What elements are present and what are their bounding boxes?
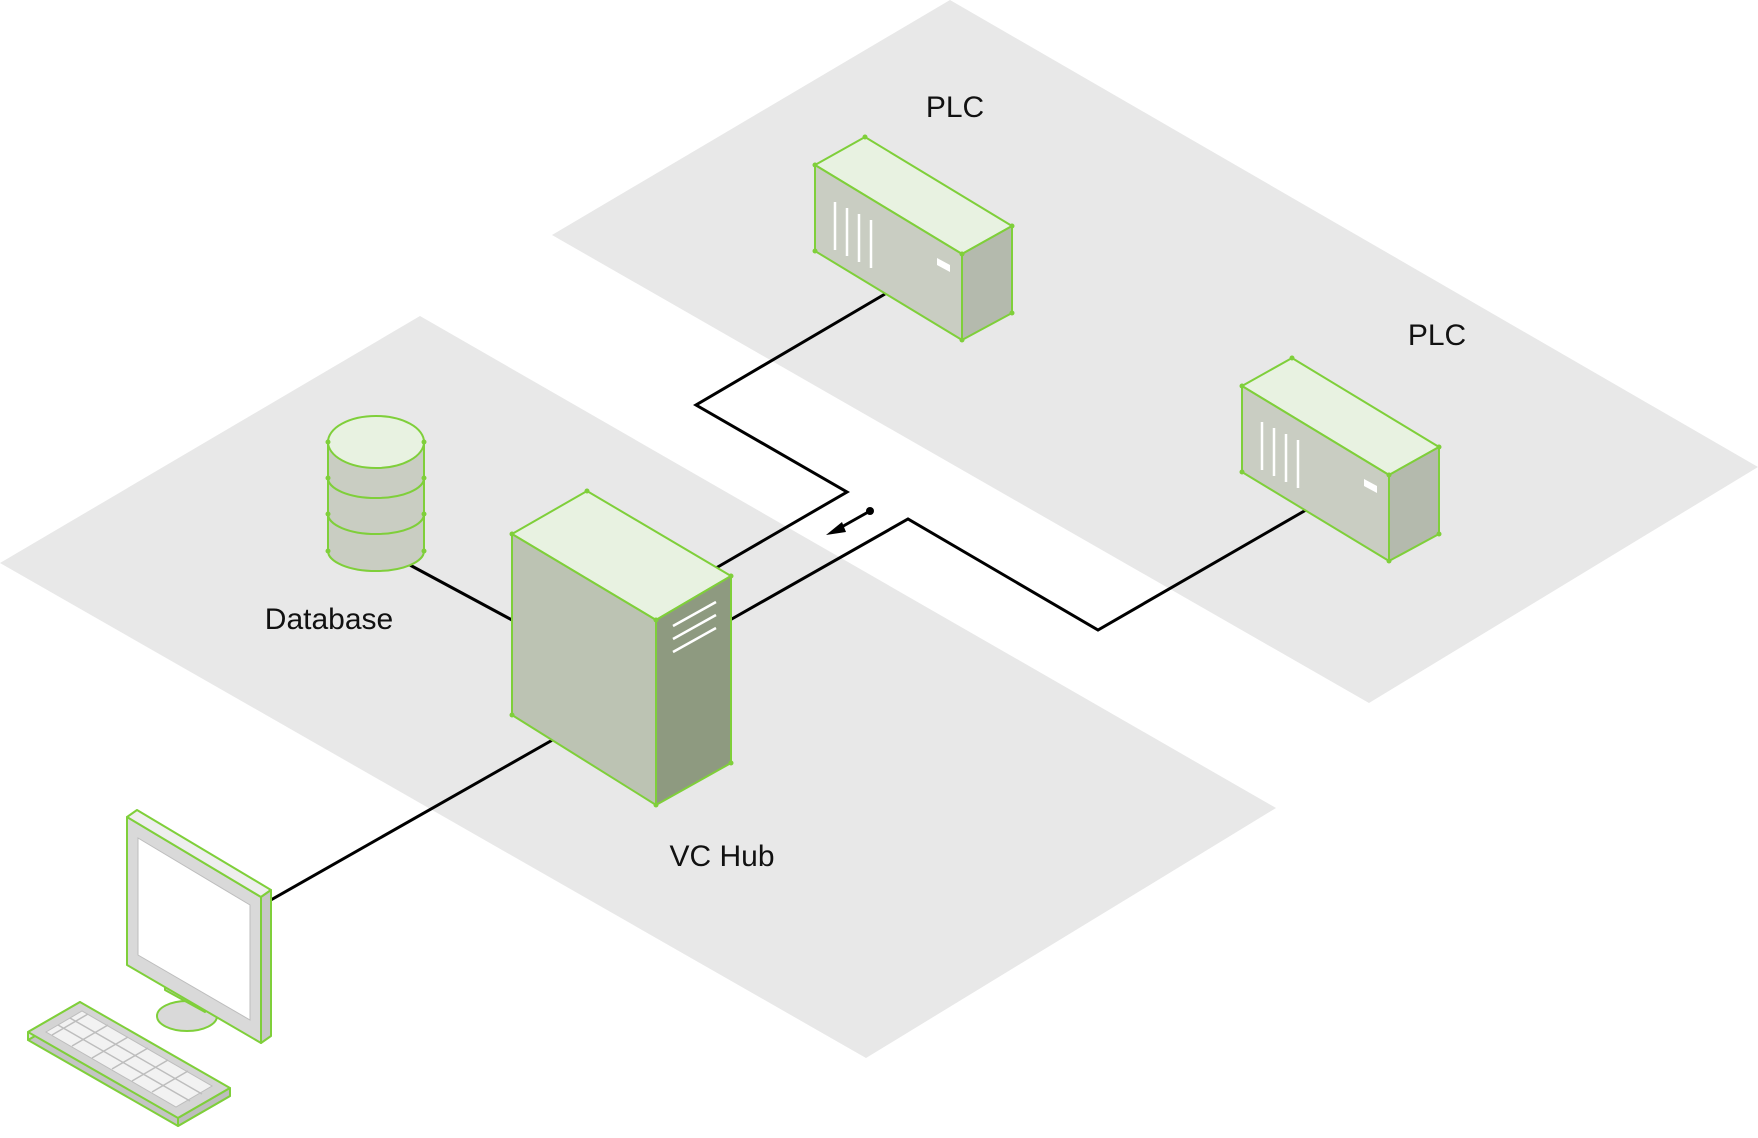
database-node[interactable]: Database	[265, 415, 427, 636]
plc-top-label: PLC	[926, 91, 984, 124]
status-led-icon	[937, 258, 950, 272]
wire-database-to-hub	[407, 562, 513, 622]
plc-right-label: PLC	[1408, 319, 1466, 352]
monitor-screen	[137, 837, 251, 1021]
plc-device-top[interactable]: PLC	[812, 91, 1015, 343]
database-cylinder-icon	[325, 415, 427, 572]
keyboard-icon	[27, 1001, 231, 1127]
wire-plc-right-to-hub	[729, 508, 1307, 632]
wire-workstation-to-hub	[261, 736, 557, 907]
vent-slots-icon	[672, 600, 717, 654]
vc-hub-label: VC Hub	[669, 840, 774, 873]
workstation[interactable]	[27, 809, 272, 1127]
vent-slots-icon	[833, 202, 873, 268]
monitor-icon	[126, 809, 272, 1044]
flow-arrow-icon	[826, 507, 874, 535]
database-label: Database	[265, 603, 393, 636]
plc-device-right[interactable]: PLC	[1239, 319, 1467, 564]
wire-plc-top-to-hub	[693, 292, 886, 570]
vc-hub-server[interactable]: VC Hub	[509, 488, 775, 874]
status-led-icon	[1364, 479, 1377, 493]
vent-slots-icon	[1260, 422, 1300, 488]
